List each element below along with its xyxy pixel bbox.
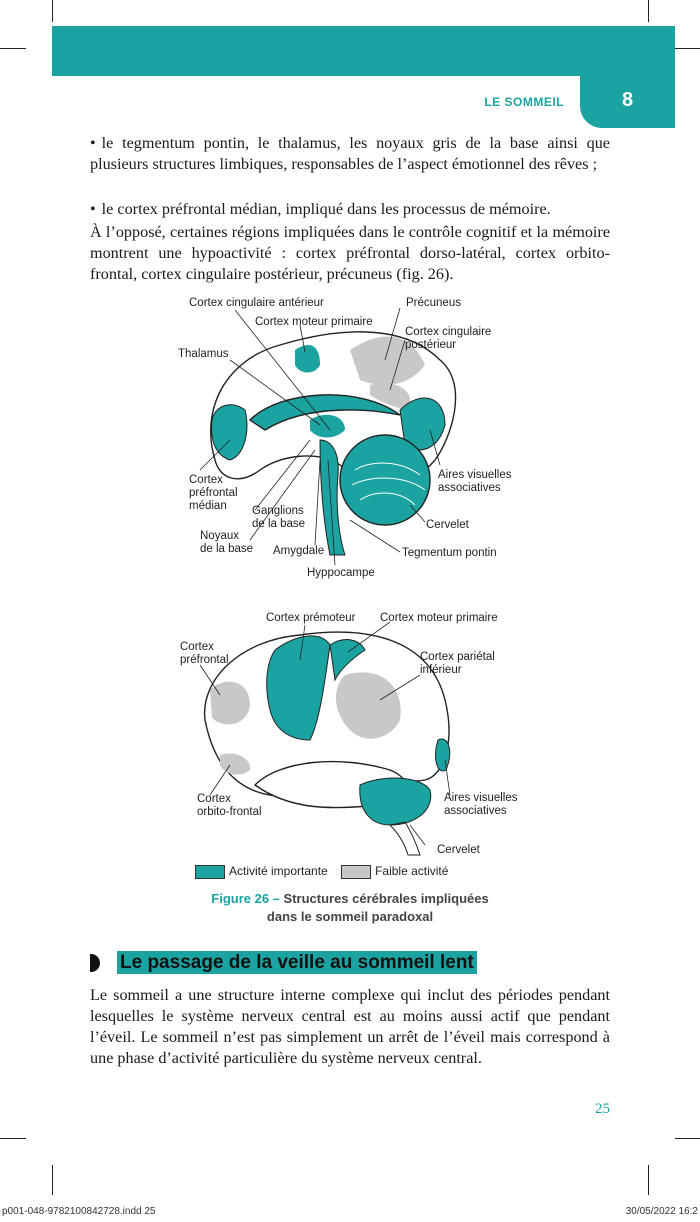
cerebellum-lateral <box>359 777 432 826</box>
figure-caption: Figure 26 – Structures cérébrales impliq… <box>150 890 550 926</box>
posterior-cingulate-region <box>370 383 411 410</box>
section-paragraph: Le sommeil a une structure interne compl… <box>90 986 610 1067</box>
prefrontal-median-region <box>211 404 248 461</box>
label-cortex-cingulaire-posterieur: Cortex cingulaire postérieur <box>405 326 491 352</box>
section-title-text: Le passage de la veille au sommeil lent <box>117 951 477 974</box>
bullet-marker: • <box>90 134 96 152</box>
label-line: Cortex pariétal <box>420 651 495 663</box>
label-hyppocampe: Hyppocampe <box>307 567 375 579</box>
label-line: de la base <box>200 543 254 555</box>
label-precuneus: Précuneus <box>406 297 461 309</box>
slug-date: 30/05/2022 16:2 <box>625 1206 698 1217</box>
prefrontal-gray-region <box>210 681 250 725</box>
label-line: de la base <box>252 518 306 530</box>
label-cortex-parietal-inferieur: Cortex pariétal inférieur <box>420 651 495 677</box>
legend-high-label: Activité importante <box>229 864 328 878</box>
label-cortex-moteur-primaire: Cortex moteur primaire <box>255 316 373 328</box>
brainstem-region <box>319 439 346 556</box>
label-line: Aires visuelles <box>438 469 512 481</box>
label-line: médian <box>189 500 227 512</box>
corpus-callosum <box>248 394 401 431</box>
caption-line2: dans le sommeil paradoxal <box>266 909 434 924</box>
section-heading: Le passage de la veille au sommeil lent <box>90 951 477 974</box>
crop-mark <box>52 0 53 22</box>
parietal-gray-region <box>335 672 401 739</box>
label-cervelet: Cervelet <box>426 519 469 531</box>
bullet-item: • le cortex préfrontal médian, impliqué d… <box>90 199 610 220</box>
label-cortex-cingulaire-anterieur: Cortex cingulaire antérieur <box>189 297 324 309</box>
label-line: préfrontal <box>189 487 238 499</box>
crop-mark <box>0 48 26 49</box>
running-title: LE SOMMEIL <box>484 95 564 109</box>
crop-mark <box>648 1165 649 1195</box>
label-line: inférieur <box>420 664 462 676</box>
crop-mark <box>675 1138 700 1139</box>
label-line: Aires visuelles <box>444 792 518 804</box>
premotor-region <box>266 635 331 741</box>
caption-number: Figure 26 – <box>211 891 280 906</box>
bullet-item: •le tegmentum pontin, le thalamus, les n… <box>90 133 610 175</box>
lateral-cortex-outline <box>203 631 450 797</box>
legend-swatch-high <box>195 864 225 879</box>
label-aires-visuelles-lateral: Aires visuelles associatives <box>444 792 518 818</box>
label-cervelet-lateral: Cervelet <box>437 844 480 856</box>
label-line: préfrontal <box>180 654 229 666</box>
label-line: Cortex <box>180 641 214 653</box>
label-cortex-moteur-primaire-lateral: Cortex moteur primaire <box>380 612 498 624</box>
header-band <box>52 26 675 76</box>
label-line: Cortex cingulaire <box>405 326 492 338</box>
label-cortex-premoteur: Cortex prémoteur <box>266 612 356 624</box>
label-noyaux-base: Noyaux de la base <box>200 530 253 556</box>
slug-file: p001-048-9782100842728.indd 25 <box>2 1206 156 1217</box>
label-amygdale: Amygdale <box>273 545 325 557</box>
label-cortex-orbito-frontal: Cortex orbito-frontal <box>197 793 262 819</box>
section-marker <box>90 953 100 972</box>
bullet-text: le tegmentum pontin, le thalamus, les no… <box>90 134 610 173</box>
chapter-number: 8 <box>621 89 634 111</box>
label-line: postérieur <box>405 339 457 351</box>
legend-low-label: Faible activité <box>375 864 449 878</box>
medial-cortex-outline <box>210 331 457 484</box>
lateral-brain-diagram <box>199 621 451 856</box>
cerebellum-shape <box>339 434 431 526</box>
legend-swatch-low <box>341 864 372 879</box>
label-ganglions-base: Ganglions de la base <box>252 505 305 531</box>
thalamus-region <box>310 414 345 438</box>
label-cortex-prefrontal: Cortex préfrontal <box>180 641 229 667</box>
label-line: Cortex <box>189 474 223 486</box>
label-line: Cortex <box>197 793 231 805</box>
label-line: Ganglions <box>252 505 304 517</box>
bullet-marker: • <box>90 200 96 218</box>
figure-legend: Activité importante Faible activité <box>195 864 448 879</box>
paragraph: À l’opposé, certaines régions impliquées… <box>90 223 610 283</box>
precuneus-region <box>350 336 425 385</box>
label-line: associatives <box>438 482 501 494</box>
bullet-text: le cortex préfrontal médian, impliqué da… <box>101 200 551 218</box>
crop-mark <box>52 1165 53 1195</box>
visual-lateral-region <box>435 738 451 772</box>
chapter-tab: 8 <box>580 76 675 128</box>
crop-mark <box>0 1138 26 1139</box>
label-line: orbito-frontal <box>197 806 262 818</box>
label-thalamus: Thalamus <box>178 348 229 360</box>
label-aires-visuelles: Aires visuelles associatives <box>438 469 512 495</box>
crop-mark <box>648 0 649 22</box>
label-line: associatives <box>444 805 507 817</box>
motor-cortex-region <box>295 345 320 373</box>
label-tegmentum-pontin: Tegmentum pontin <box>402 547 497 559</box>
caption-line1: Structures cérébrales impliquées <box>279 891 489 906</box>
medial-brain-diagram <box>199 307 457 566</box>
page-number: 25 <box>595 1101 610 1117</box>
label-cortex-prefrontal-median: Cortex préfrontal médian <box>189 474 238 513</box>
crop-mark <box>675 48 700 49</box>
motor-primary-region <box>329 639 366 682</box>
brainstem-lateral <box>388 821 421 856</box>
label-line: Noyaux <box>200 530 239 542</box>
